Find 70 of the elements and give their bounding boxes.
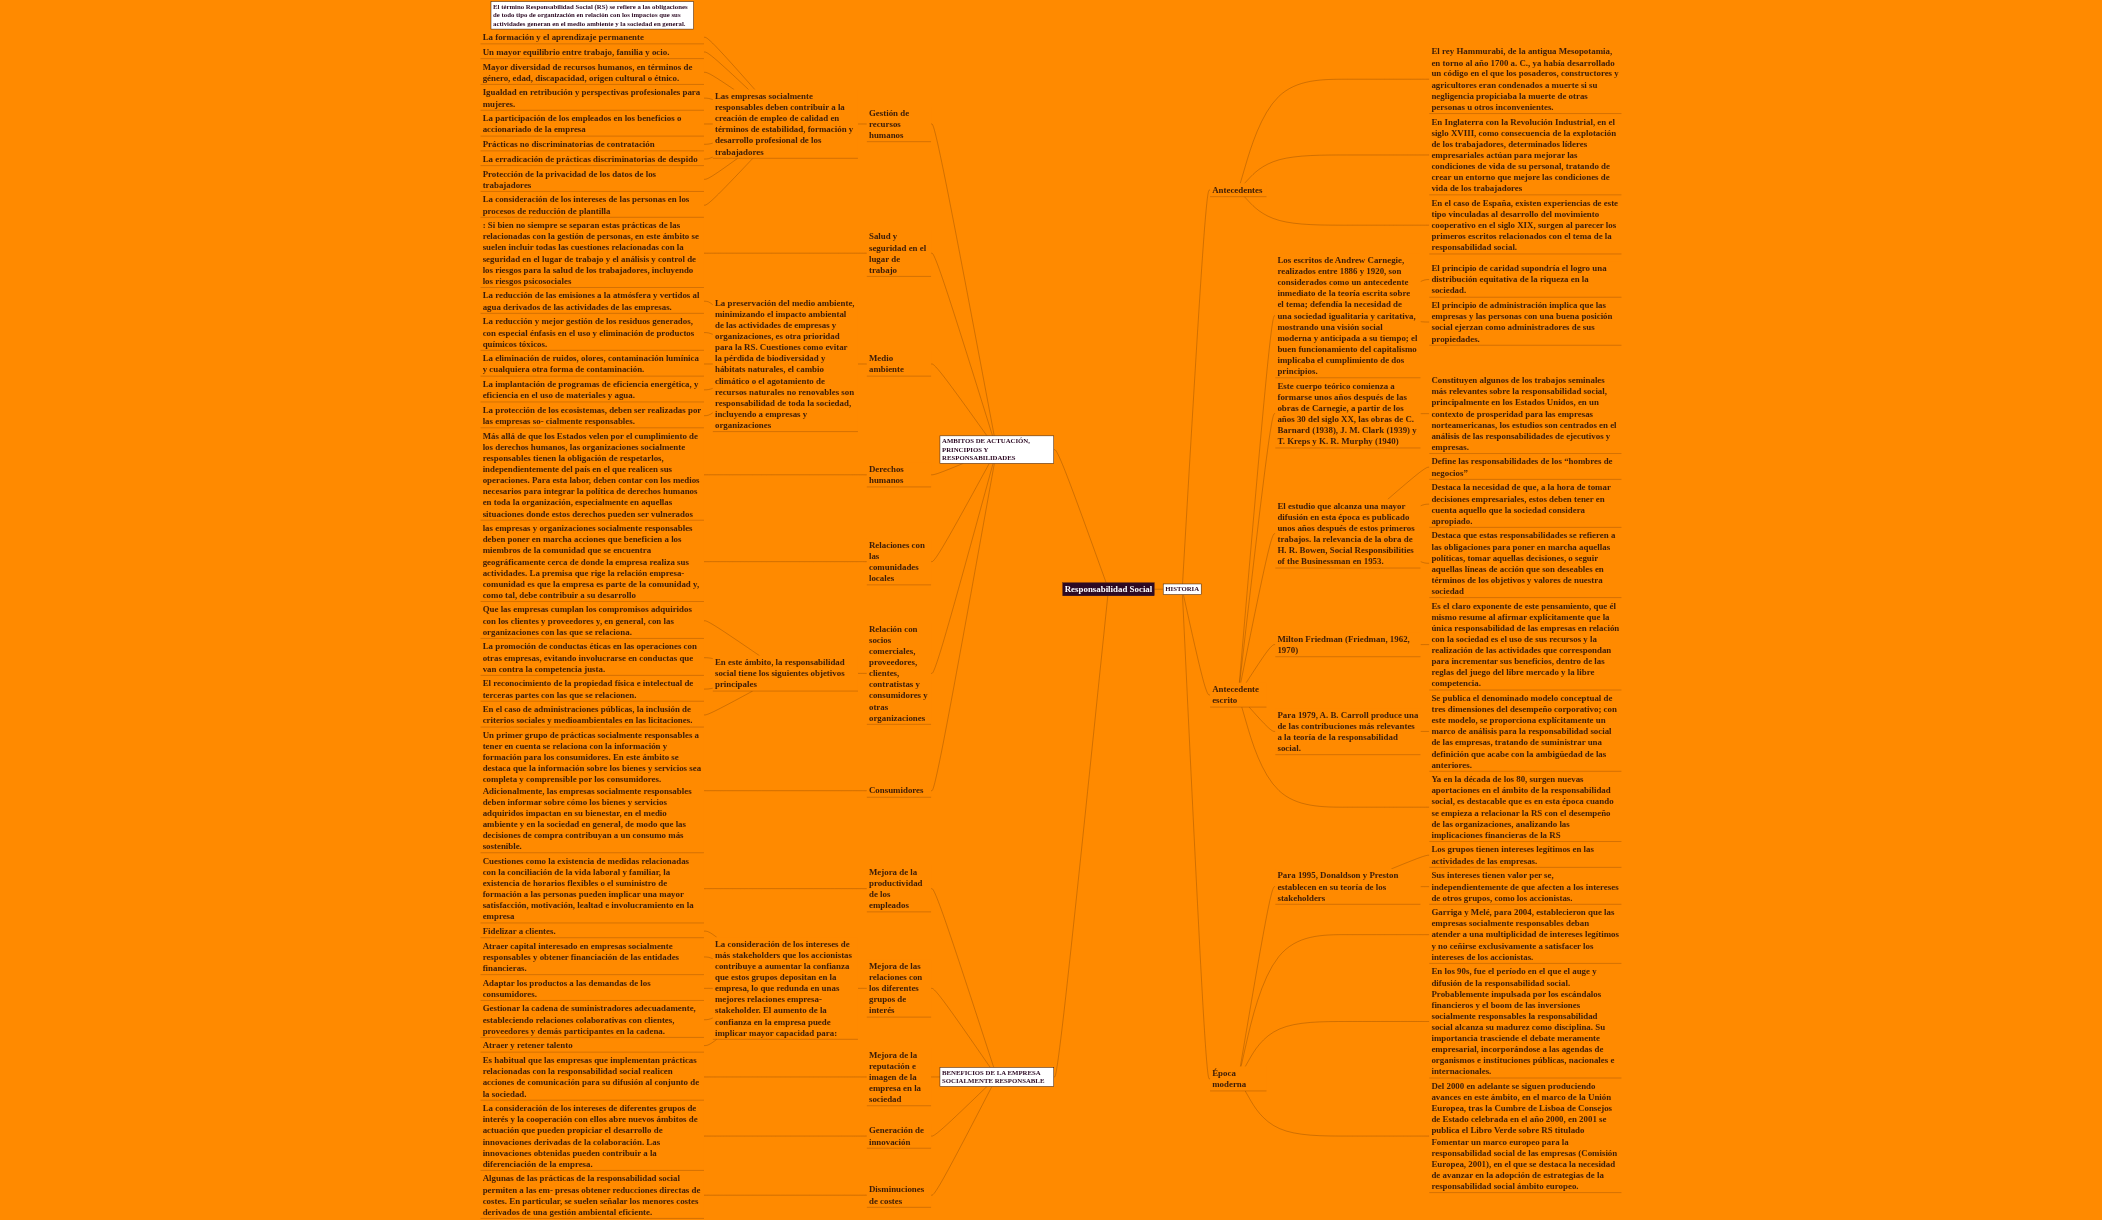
connector-line (1240, 79, 1430, 184)
connector-line (1240, 533, 1276, 683)
connector-line (1244, 154, 1430, 184)
connector-line (1240, 934, 1430, 1067)
connector-line (1249, 706, 1276, 732)
connector-line (930, 253, 993, 436)
connector-line (930, 123, 995, 436)
connector-line (703, 888, 867, 889)
connector-line (1246, 644, 1276, 683)
connector-line (1241, 706, 1430, 808)
topic-text: En este ámbito, la responsabilidad social tiene los siguientes objetivos principales (712, 655, 859, 692)
topic-text: Para 1995, Donaldson y Preston establecen en su teoría de los stakeholders (1275, 868, 1421, 905)
connector-line (703, 158, 738, 180)
connector-line (1154, 589, 1164, 590)
connector-line (703, 143, 713, 145)
connector-line (703, 156, 713, 160)
connector-line (703, 1195, 867, 1196)
connector-line (930, 1086, 988, 1137)
connector-line (703, 657, 713, 659)
connector-line (703, 620, 760, 656)
connector-line (857, 988, 867, 989)
topic-text: Antecedentes (1209, 183, 1267, 197)
connector-line (703, 72, 735, 90)
connector-line (703, 931, 717, 938)
connector-line (703, 690, 753, 716)
connector-line (703, 98, 713, 100)
connector-line (857, 673, 867, 674)
connector-line (930, 888, 994, 1068)
connector-line (1420, 561, 1430, 564)
connector-line (1244, 196, 1430, 226)
connector-line (703, 1039, 717, 1046)
connector-line (930, 1086, 993, 1196)
connector-line (703, 412, 713, 416)
connector-line (1420, 644, 1430, 645)
connector-line (930, 363, 988, 436)
connector-line (703, 1017, 713, 1020)
connector-line (703, 301, 713, 305)
connector-line (1245, 1090, 1430, 1137)
connector-line (1053, 449, 1107, 583)
connector-line (703, 474, 867, 475)
connector-line (703, 51, 749, 90)
connector-line (703, 37, 756, 90)
connector-line (1420, 731, 1430, 732)
connector-line (1053, 595, 1108, 1078)
connector-line (1240, 886, 1276, 1067)
connector-line (1420, 413, 1430, 414)
connector-line (930, 463, 995, 791)
connector-line (1182, 594, 1211, 1079)
connector-line (930, 463, 994, 674)
connector-line (703, 158, 753, 206)
connector-line (1245, 1021, 1430, 1067)
connector-line (1420, 886, 1430, 887)
connector-line (703, 332, 713, 335)
connector-line (703, 561, 867, 562)
topic-text: Época moderna (1209, 1066, 1267, 1092)
topic-text: Antecedente escrito (1209, 682, 1267, 708)
connector-line (1183, 594, 1211, 696)
connector-line (930, 463, 990, 562)
connector-line (703, 790, 867, 791)
connector-line (703, 988, 713, 989)
topic-text: El estudio que alcanza una mayor difusión en esta época es publicado unos años después de estos primeros trabajos. la relevancia de la obra de H. R. Bowen, Social Responsibilities of the Businessman en 1953. (1275, 499, 1421, 569)
connector-line (1239, 413, 1276, 683)
connector-line (1182, 189, 1211, 585)
central-topic-box: Responsabilidad Social (1062, 582, 1155, 596)
connector-line (1387, 467, 1430, 500)
connector-line (1420, 504, 1430, 506)
connector-line (703, 388, 713, 390)
connector-line (930, 988, 991, 1068)
topic-text: Las empresas socialmente responsables deben contribuir a la creación de empleo de calidad en términos de estabilidad, formación y desarrollo profesional de los trabajadores (712, 89, 859, 159)
connector-line (1420, 279, 1430, 282)
